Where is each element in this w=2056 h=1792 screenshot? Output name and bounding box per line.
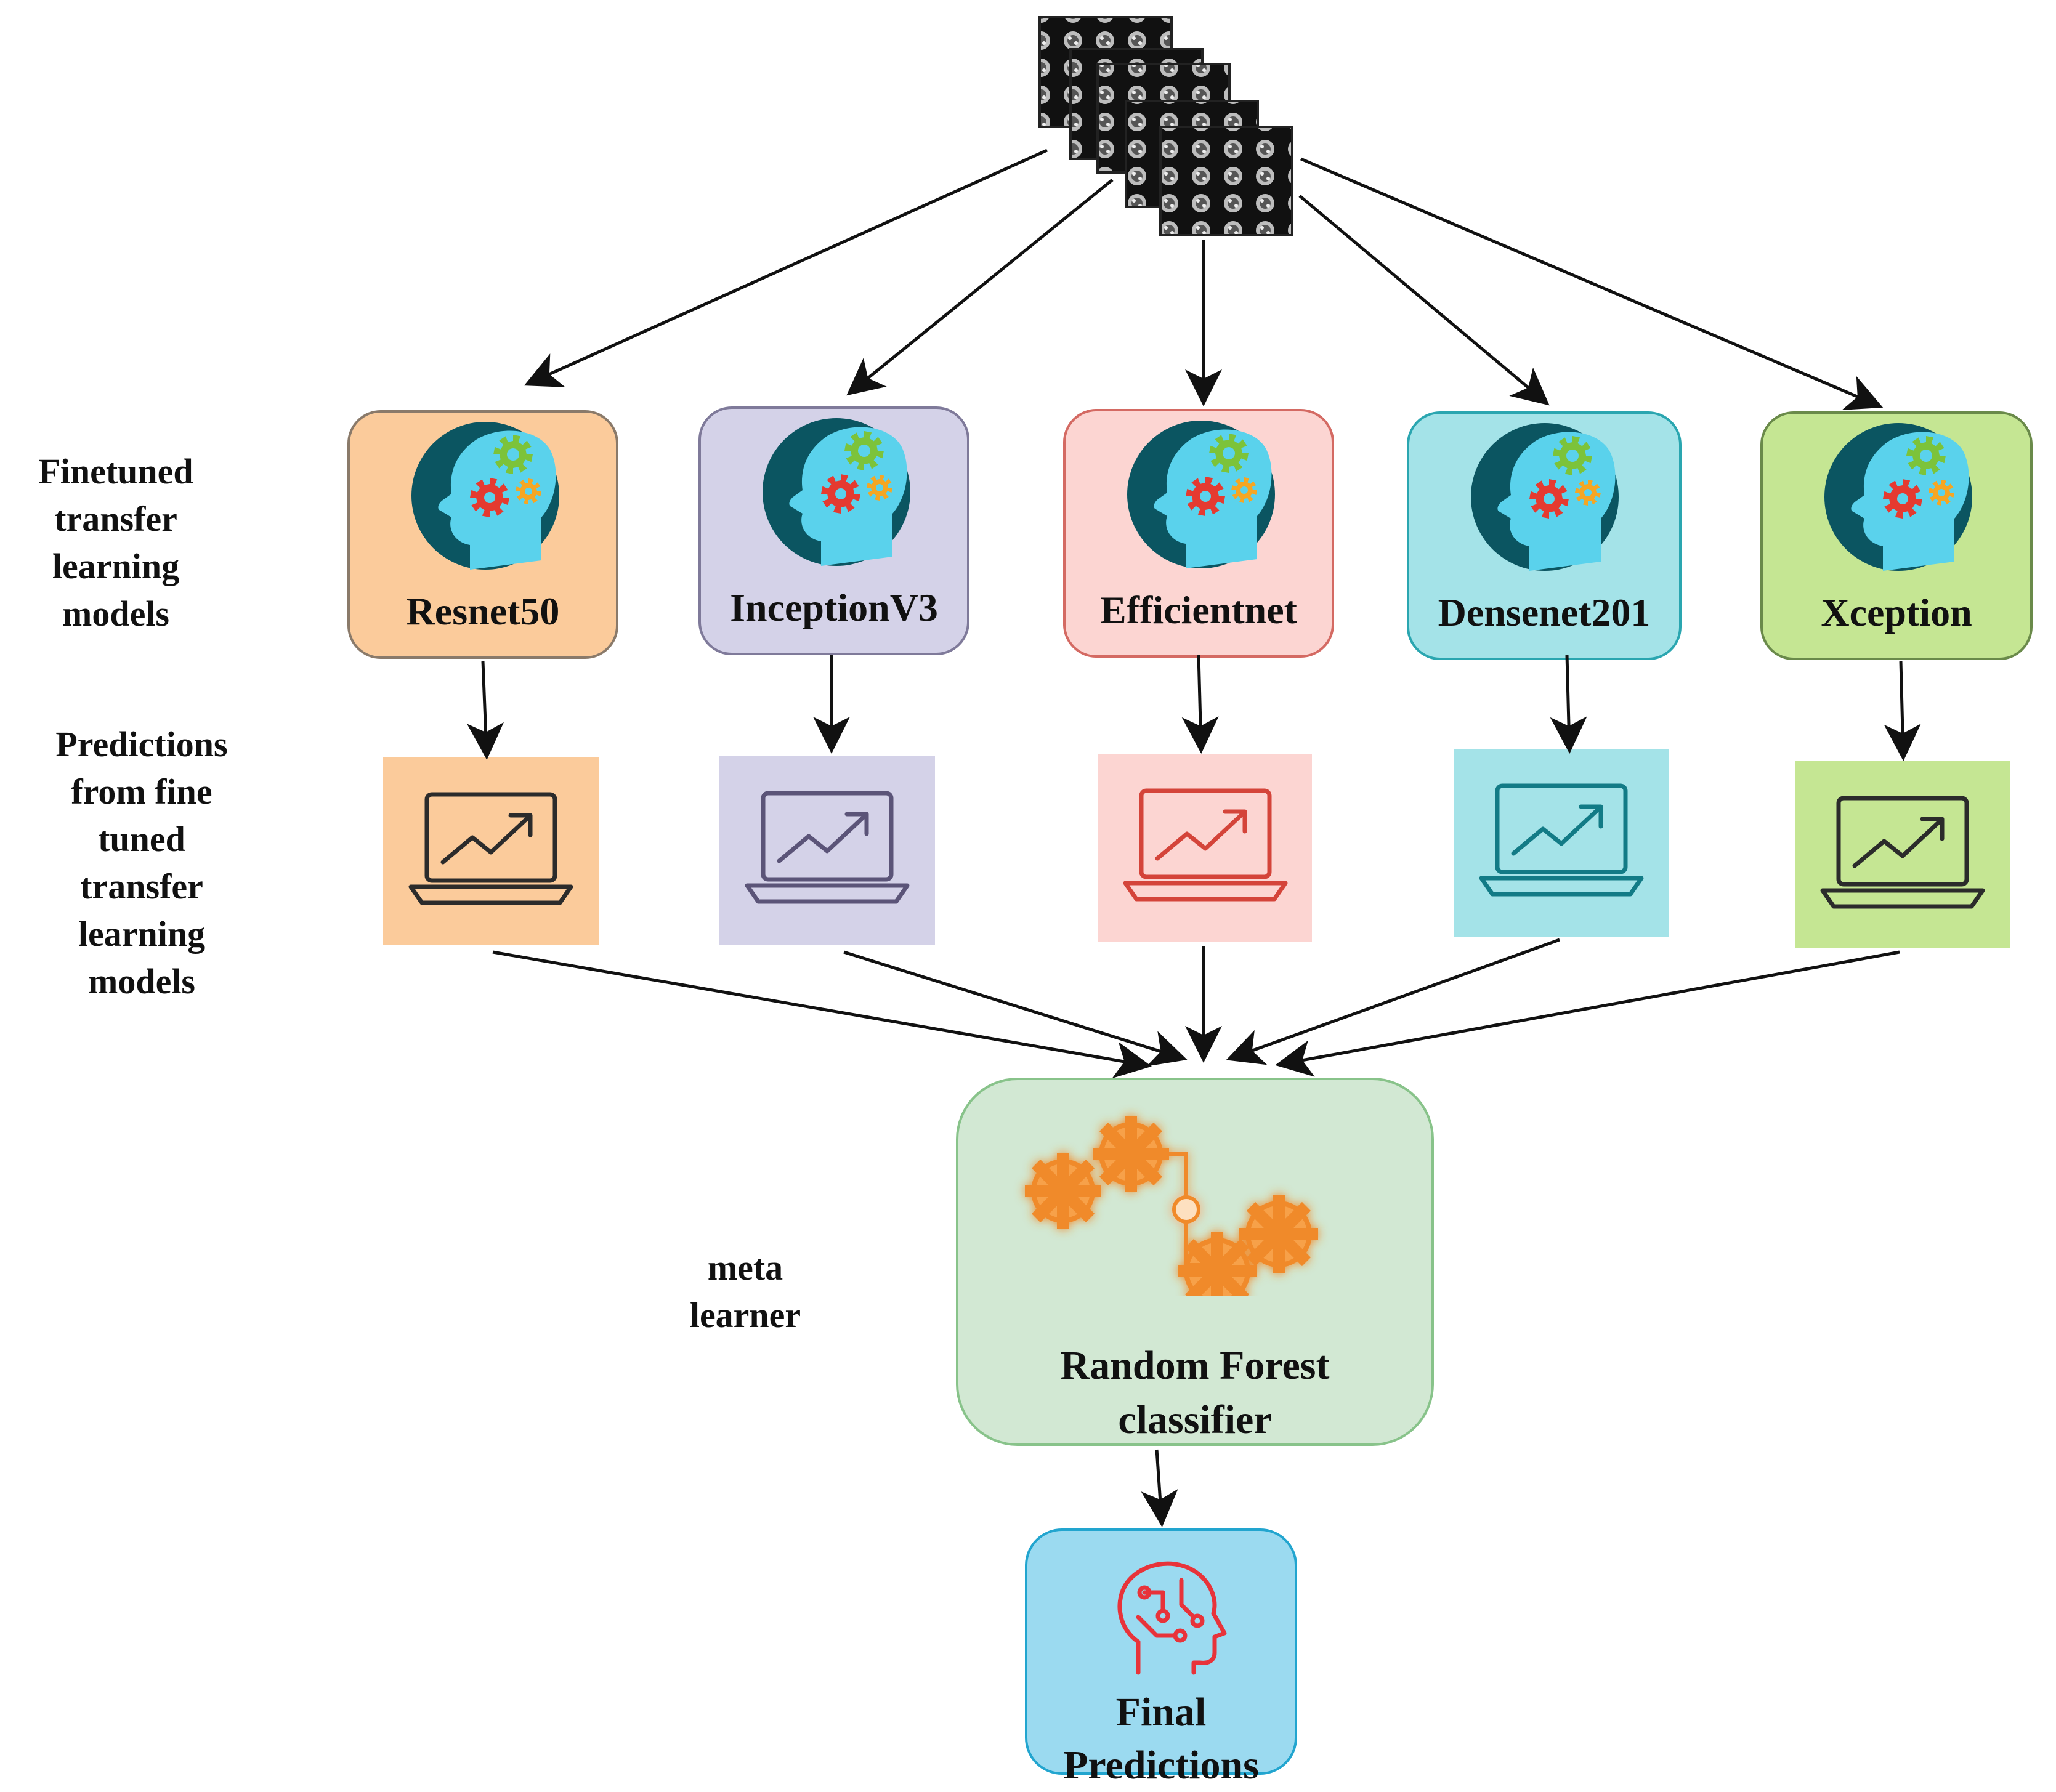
model-box-efficientnet: Efficientnet [1063,409,1334,658]
model-box-densenet201: Densenet201 [1407,411,1682,660]
prediction-box-xception [1795,761,2010,948]
prediction-box-inceptionv3 [719,756,935,945]
model-name: Efficientnet [1100,588,1297,632]
prediction-box-densenet201 [1454,749,1669,937]
flow-arrow [1181,655,1219,754]
laptop-chart-icon [1820,796,1985,909]
laptop-chart-icon [745,791,910,904]
brain-circuit-icon [1117,1561,1227,1675]
flow-arrow [524,148,1048,387]
flow-arrow [492,950,1152,1079]
head-gears-icon [411,422,559,570]
model-box-xception: Xception [1760,411,2033,660]
model-name: InceptionV3 [730,586,938,629]
laptop-chart-icon [408,792,573,905]
flow-arrow [467,661,504,760]
flow-arrow [1275,950,1900,1077]
flow-arrow [843,950,1188,1067]
model-name: Densenet201 [1438,591,1651,634]
model-box-resnet50: Resnet50 [347,410,618,659]
models-side-label: Finetuned transfer learning models [38,451,193,634]
meta-learner-name: Random Forest classifier [1060,1343,1330,1442]
model-name: Resnet50 [406,589,560,633]
head-gears-icon [1471,423,1619,571]
head-gears-icon [763,418,910,566]
head-gears-icon [1127,421,1275,568]
flow-arrow [1226,938,1560,1065]
flow-arrow [1550,655,1587,754]
flow-arrow [1884,661,1921,761]
meta-learner-label: meta learner [689,1248,801,1335]
flow-arrow [1300,157,1884,410]
flow-arrow [1298,195,1550,406]
prediction-box-resnet50 [383,757,599,945]
head-gears-icon [1824,423,1972,571]
input-image-stack [1038,16,1293,236]
predictions-side-label: Predictions from fine tuned transfer lea… [55,724,228,1001]
final-predictions-name: Final Predictions [1063,1690,1259,1788]
final-predictions-box: Final Predictions [1025,1528,1297,1788]
prediction-box-efficientnet [1098,754,1312,942]
meta-learner-box: Random Forest classifier [956,1078,1434,1446]
model-box-inceptionv3: InceptionV3 [698,406,969,655]
laptop-chart-icon [1123,788,1288,902]
laptop-chart-icon [1479,783,1644,897]
model-name: Xception [1821,591,1972,634]
flow-arrow [1141,1449,1178,1527]
gears-network-icon [1025,1116,1318,1296]
flow-arrow [846,179,1114,396]
